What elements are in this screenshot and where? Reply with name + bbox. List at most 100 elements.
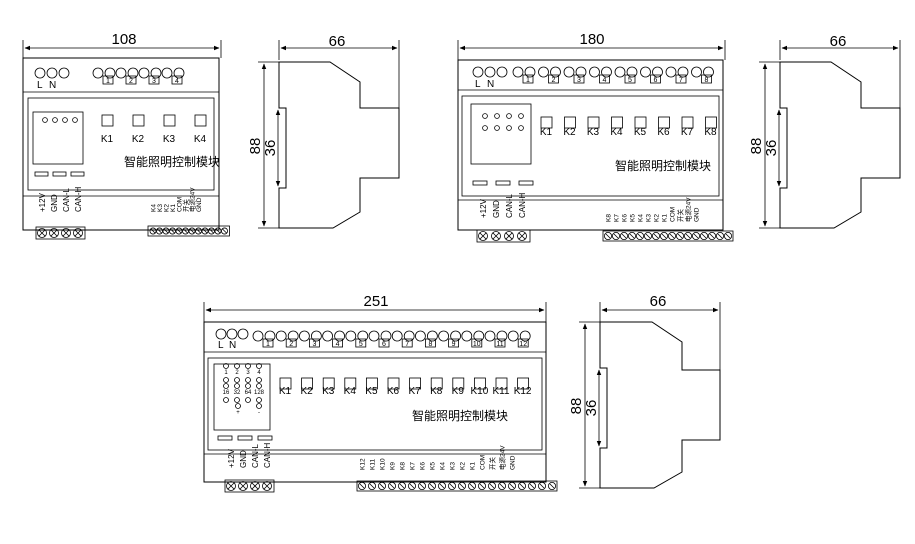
bus-terminal-label: +12V	[38, 192, 47, 212]
dip-label: 2	[235, 370, 239, 376]
output-terminal-label: K8	[606, 214, 613, 222]
terminal-number: 4	[336, 341, 340, 348]
terminal-number-box	[102, 75, 114, 85]
terminal-number-box	[308, 338, 320, 348]
output-terminal-screw	[467, 481, 476, 490]
output-terminal-label: GND	[196, 197, 203, 212]
output-terminal-screw	[703, 66, 714, 78]
output-terminal-screw	[601, 66, 612, 78]
relay-button	[634, 116, 647, 129]
output-terminal-screw	[221, 227, 228, 235]
output-terminal-screw	[612, 231, 621, 240]
relay-label: K7	[681, 127, 694, 138]
relay-button	[658, 116, 670, 129]
relay-button	[301, 377, 314, 390]
dip-label: -	[258, 410, 260, 416]
relay-label: K1	[279, 386, 292, 397]
relay-label: K8	[430, 386, 443, 397]
power-terminal-screw	[34, 67, 46, 79]
indicator-slots	[34, 171, 85, 177]
relay-button	[279, 377, 292, 390]
terminal-number: 8	[428, 341, 432, 348]
bus-terminal-label: CAN-L	[62, 187, 71, 212]
output-terminal-screw	[677, 66, 689, 78]
terminal-number: 9	[452, 341, 456, 348]
terminal-number-box	[355, 338, 367, 348]
terminal-number: 1	[526, 77, 530, 84]
led-indicators	[482, 113, 524, 131]
output-terminal-label: K3	[450, 462, 457, 470]
output-terminal-label: K1	[470, 462, 477, 470]
output-terminal-screw	[138, 67, 150, 79]
output-terminal-screw	[626, 66, 638, 78]
output-terminal-label: K2	[654, 214, 661, 222]
output-terminal-label: COM	[177, 197, 184, 212]
output-terminal-screw	[264, 330, 276, 342]
output-terminal-screw	[438, 330, 450, 342]
terminal-number: 1	[106, 78, 110, 85]
output-terminal-screw	[496, 330, 508, 342]
power-terminal-screw	[58, 67, 70, 79]
bus-terminal-screw	[250, 481, 260, 491]
output-terminal-screw	[450, 330, 462, 342]
output-terminal-label: K5	[430, 462, 437, 470]
output-terminal-label: K10	[380, 458, 387, 470]
bus-terminal-screw	[73, 228, 83, 238]
dip-indicator	[223, 397, 229, 403]
terminal-number-box	[332, 338, 344, 348]
output-terminal-screw	[397, 481, 406, 490]
output-terminal-screw	[473, 330, 485, 342]
unit-small-side-view: 66 88 36	[247, 33, 400, 229]
bus-terminal-screw	[238, 481, 248, 491]
output-terminal-label: K11	[370, 459, 377, 470]
width-dimension-label: 180	[579, 31, 604, 48]
relay-button	[132, 114, 145, 127]
relay-button	[473, 377, 486, 390]
output-terminal-screw	[640, 66, 651, 78]
relay-label: K4	[610, 127, 623, 138]
relay-button	[611, 116, 623, 129]
output-terminal-screw	[447, 481, 456, 490]
output-terminal-screw	[150, 67, 162, 79]
terminal-number-box	[624, 74, 636, 84]
dip-indicator	[256, 397, 262, 403]
output-terminal-label: K12	[360, 458, 367, 470]
output-terminal-screw	[512, 66, 524, 78]
terminal-number-box	[401, 338, 413, 348]
power-terminal-screw	[226, 328, 238, 340]
bus-terminal-label: GND	[50, 194, 59, 212]
terminal-number-box	[517, 338, 529, 348]
output-terminal-screw	[477, 481, 486, 490]
output-terminal-label: K1	[170, 204, 177, 212]
output-terminal-screw	[357, 330, 369, 342]
output-terminal-screw	[620, 231, 629, 240]
relay-label: K1	[101, 134, 114, 145]
output-terminal-label: K8	[400, 462, 407, 470]
output-terminal-block	[147, 225, 230, 237]
height-dimension-label: 88	[568, 398, 585, 415]
terminal-number: 11	[496, 341, 503, 348]
dip-indicator	[245, 377, 251, 383]
output-terminal-label: K9	[390, 462, 397, 470]
output-terminal-label: K7	[410, 462, 417, 470]
dip-indicator	[256, 403, 262, 409]
dip-indicator	[245, 397, 251, 403]
output-terminal-label: 电源24V	[498, 445, 507, 470]
relay-label: K9	[452, 386, 465, 397]
relay-label: K5	[634, 127, 647, 138]
output-terminal-screw	[298, 330, 310, 342]
relay-label: K6	[387, 386, 400, 397]
terminal-number: 6	[654, 77, 658, 84]
relay-label: K3	[587, 127, 600, 138]
output-terminal-label: K3	[157, 204, 164, 212]
dip-label: 3	[246, 370, 250, 376]
front-panel	[27, 97, 215, 191]
rail-dimension-label: 36	[583, 400, 600, 417]
width-dimension-label: 108	[111, 31, 136, 48]
dip-switch-window	[213, 363, 271, 431]
output-terminal-screw	[724, 231, 733, 240]
output-terminal-screw	[548, 481, 557, 490]
output-terminal-screw	[684, 231, 693, 240]
output-terminal-screw	[161, 67, 173, 79]
